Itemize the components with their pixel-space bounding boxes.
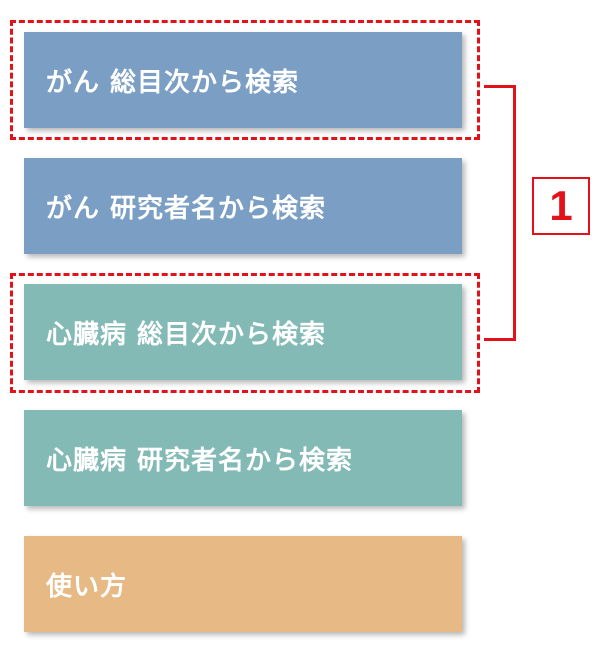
highlight-box-heart-disease-toc: [10, 273, 480, 393]
annotation-number-badge: 1: [532, 177, 590, 235]
annotation-number: 1: [549, 182, 573, 229]
cancer-researcher-search-label: がん 研究者名から検索: [46, 193, 327, 224]
how-to-use-button[interactable]: 使い方: [24, 536, 462, 632]
annotation-bracket: [484, 85, 516, 341]
heart-disease-researcher-search-label: 心臓病 研究者名から検索: [46, 445, 354, 476]
heart-disease-researcher-search-button[interactable]: 心臓病 研究者名から検索: [24, 410, 462, 506]
highlight-box-cancer-toc: [10, 20, 480, 140]
how-to-use-label: 使い方: [46, 571, 128, 602]
cancer-researcher-search-button[interactable]: がん 研究者名から検索: [24, 158, 462, 254]
